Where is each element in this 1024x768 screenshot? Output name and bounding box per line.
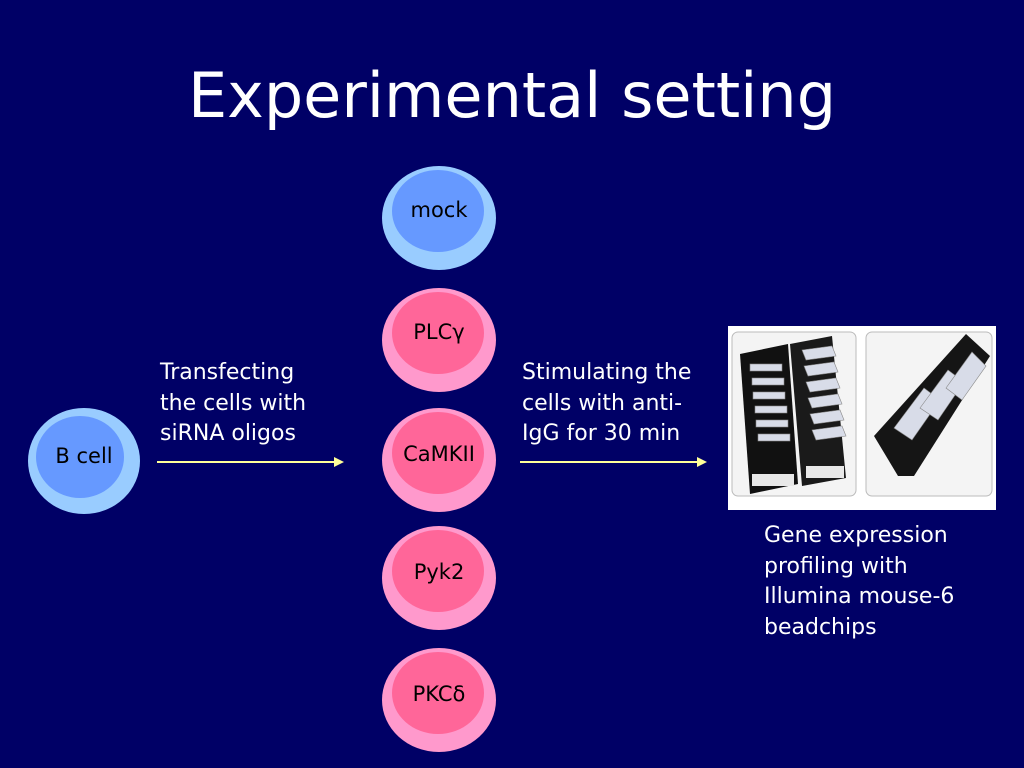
condition-cell-camkii: CaMKII bbox=[382, 408, 496, 512]
condition-cell-pyk2-inner bbox=[392, 530, 484, 612]
transfect-arrow-head bbox=[334, 457, 344, 467]
condition-cell-camkii-inner bbox=[392, 412, 484, 494]
condition-label-pyk2: Pyk2 bbox=[413, 560, 465, 584]
condition-label-pkcd: PKCδ bbox=[412, 682, 466, 706]
stimulate-arrow-head bbox=[697, 457, 707, 467]
condition-cell-pkcd: PKCδ bbox=[382, 648, 496, 752]
b-cell-label: B cell bbox=[55, 444, 113, 468]
condition-cell-mock: mock bbox=[382, 166, 496, 270]
beadchip-photo-icon bbox=[728, 326, 996, 510]
condition-cell-plcg-inner bbox=[392, 292, 484, 374]
condition-label-camkii: CaMKII bbox=[403, 442, 475, 466]
transfect-text: Transfecting the cells with siRNA oligos bbox=[160, 360, 307, 446]
b-cell: B cell bbox=[28, 408, 140, 514]
condition-cell-pyk2: Pyk2 bbox=[382, 526, 496, 630]
condition-label-plcg: PLCγ bbox=[413, 320, 465, 344]
transfect-arrow bbox=[157, 461, 334, 463]
slide-title: Experimental setting bbox=[187, 59, 837, 132]
condition-cell-pkcd-inner bbox=[392, 652, 484, 734]
condition-cell-mock-inner bbox=[392, 170, 484, 252]
b-cell-inner bbox=[36, 416, 124, 498]
profiling-text: Gene expression profiling with Illumina … bbox=[764, 523, 955, 640]
stimulate-text: Stimulating the cells with anti- IgG for… bbox=[522, 360, 692, 446]
stimulate-arrow bbox=[520, 461, 697, 463]
condition-cell-plcg: PLCγ bbox=[382, 288, 496, 392]
condition-label-mock: mock bbox=[410, 198, 468, 222]
